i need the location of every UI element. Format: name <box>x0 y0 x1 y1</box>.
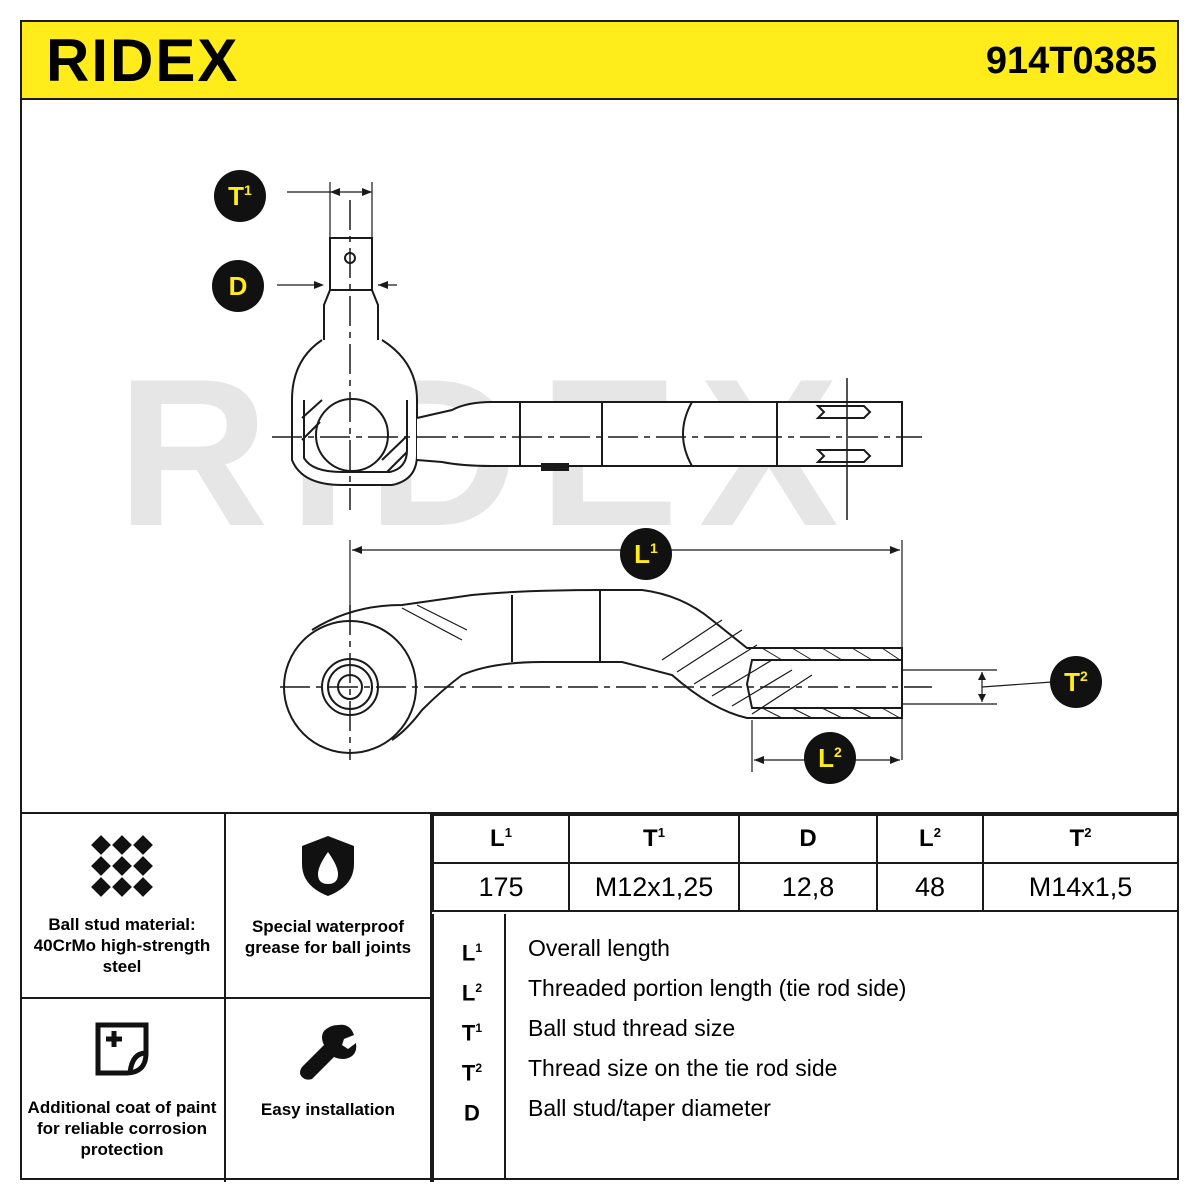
spec-sym: T <box>643 825 658 852</box>
t2-sub: 2 <box>1080 668 1088 684</box>
knurled-pattern-icon <box>20 834 224 903</box>
l1-badge: L1 <box>620 528 672 580</box>
legend-symbol: L1 <box>452 928 492 973</box>
legend-sym: L <box>461 980 476 1006</box>
spec-sub: 2 <box>1084 825 1092 840</box>
spec-sym: D <box>799 825 817 852</box>
legend-description: Thread size on the tie rod side <box>528 1055 838 1081</box>
legend-sym: L <box>461 940 476 966</box>
brand-logo: RIDEX <box>46 27 240 94</box>
feature-ball-stud-material: Ball stud material: 40CrMo high-strength… <box>20 814 224 997</box>
wrench-icon <box>226 1021 430 1086</box>
legend-sub: 1 <box>475 1021 483 1035</box>
d-label: D <box>228 271 248 301</box>
technical-drawing: RIDEX <box>22 100 1177 812</box>
l1-sub: 1 <box>650 540 658 556</box>
spec-sub: 1 <box>504 825 512 840</box>
spec-header-t1: T1 <box>568 814 740 864</box>
feature-text: Ball stud material: 40CrMo high-strength… <box>33 915 211 976</box>
specs-header-row: L1 T1 D L2 T2 <box>432 814 1179 864</box>
legend-symbol: T2 <box>452 1048 492 1093</box>
l1-label: L <box>634 539 651 569</box>
legend-sub: 2 <box>475 981 483 995</box>
legend-sym: T <box>461 1020 476 1046</box>
feature-easy-installation: Easy installation <box>226 999 430 1182</box>
part-number: 914T0385 <box>985 40 1157 82</box>
spec-sym: T <box>1069 825 1085 852</box>
legend-symbol: L2 <box>452 968 492 1013</box>
t1-badge: T1 <box>214 170 266 222</box>
legend-item: L2 Threaded portion length (tie rod side… <box>434 968 1181 1008</box>
spec-header-t2: T2 <box>982 814 1179 864</box>
legend-item: D Ball stud/taper diameter <box>434 1088 1181 1128</box>
spec-sym: L <box>919 825 934 852</box>
header-bar: RIDEX 914T0385 <box>20 20 1179 100</box>
legend-sym: D <box>464 1100 480 1126</box>
specs-table: L1 T1 D L2 T2 175 M12x1,25 12,8 48 M14x1… <box>432 814 1179 912</box>
t2-label: T <box>1064 667 1081 697</box>
t1-label: T <box>228 181 245 211</box>
t1-sub: 1 <box>244 182 252 198</box>
legend-sub: 2 <box>475 1061 483 1075</box>
specs-value-row: 175 M12x1,25 12,8 48 M14x1,5 <box>432 862 1179 912</box>
spec-value-l1: 175 <box>432 862 570 912</box>
outer-frame <box>20 20 1179 1180</box>
d-badge: D <box>212 260 264 312</box>
legend-description: Overall length <box>528 935 670 961</box>
feature-paint-coat: Additional coat of paint for reliable co… <box>20 999 224 1182</box>
legend-description: Ball stud thread size <box>528 1015 736 1041</box>
legend-divider <box>504 914 506 1180</box>
t2-badge: T2 <box>1050 656 1102 708</box>
legend-item: T2 Thread size on the tie rod side <box>434 1048 1181 1088</box>
feature-text: Easy installation <box>260 1100 396 1119</box>
tie-rod-end-drawing: RIDEX <box>117 182 1053 772</box>
legend-symbol: D <box>452 1088 492 1133</box>
spec-header-l1: L1 <box>432 814 570 864</box>
feature-text: Special waterproof grease for ball joint… <box>244 917 412 957</box>
feature-text: Additional coat of paint for reliable co… <box>27 1098 217 1159</box>
spec-value-t1: M12x1,25 <box>568 862 740 912</box>
legend-sub: 1 <box>475 941 483 955</box>
grease-drop-shield-icon <box>226 834 430 903</box>
spec-sym: L <box>490 825 505 852</box>
legend-symbol: T1 <box>452 1008 492 1053</box>
spec-sub: 2 <box>933 825 941 840</box>
info-section: Ball stud material: 40CrMo high-strength… <box>20 812 1179 1182</box>
legend-description: Ball stud/taper diameter <box>528 1095 771 1121</box>
spec-header-l2: L2 <box>876 814 984 864</box>
spec-value-l2: 48 <box>876 862 984 912</box>
legend-item: T1 Ball stud thread size <box>434 1008 1181 1048</box>
feature-divider-h <box>20 997 432 999</box>
l2-badge: L2 <box>804 732 856 784</box>
spec-header-d: D <box>738 814 878 864</box>
l2-label: L <box>818 743 835 773</box>
feature-waterproof-grease: Special waterproof grease for ball joint… <box>226 814 430 997</box>
l2-sub: 2 <box>834 744 842 760</box>
legend-description: Threaded portion length (tie rod side) <box>528 975 907 1001</box>
legend-sym: T <box>461 1060 476 1086</box>
spec-value-t2: M14x1,5 <box>982 862 1179 912</box>
spec-value-d: 12,8 <box>738 862 878 912</box>
paint-coat-icon <box>20 1019 224 1084</box>
legend-list: L1 Overall length L2 Threaded portion le… <box>432 914 1181 1182</box>
spec-sub: 1 <box>657 825 665 840</box>
legend-item: L1 Overall length <box>434 928 1181 968</box>
